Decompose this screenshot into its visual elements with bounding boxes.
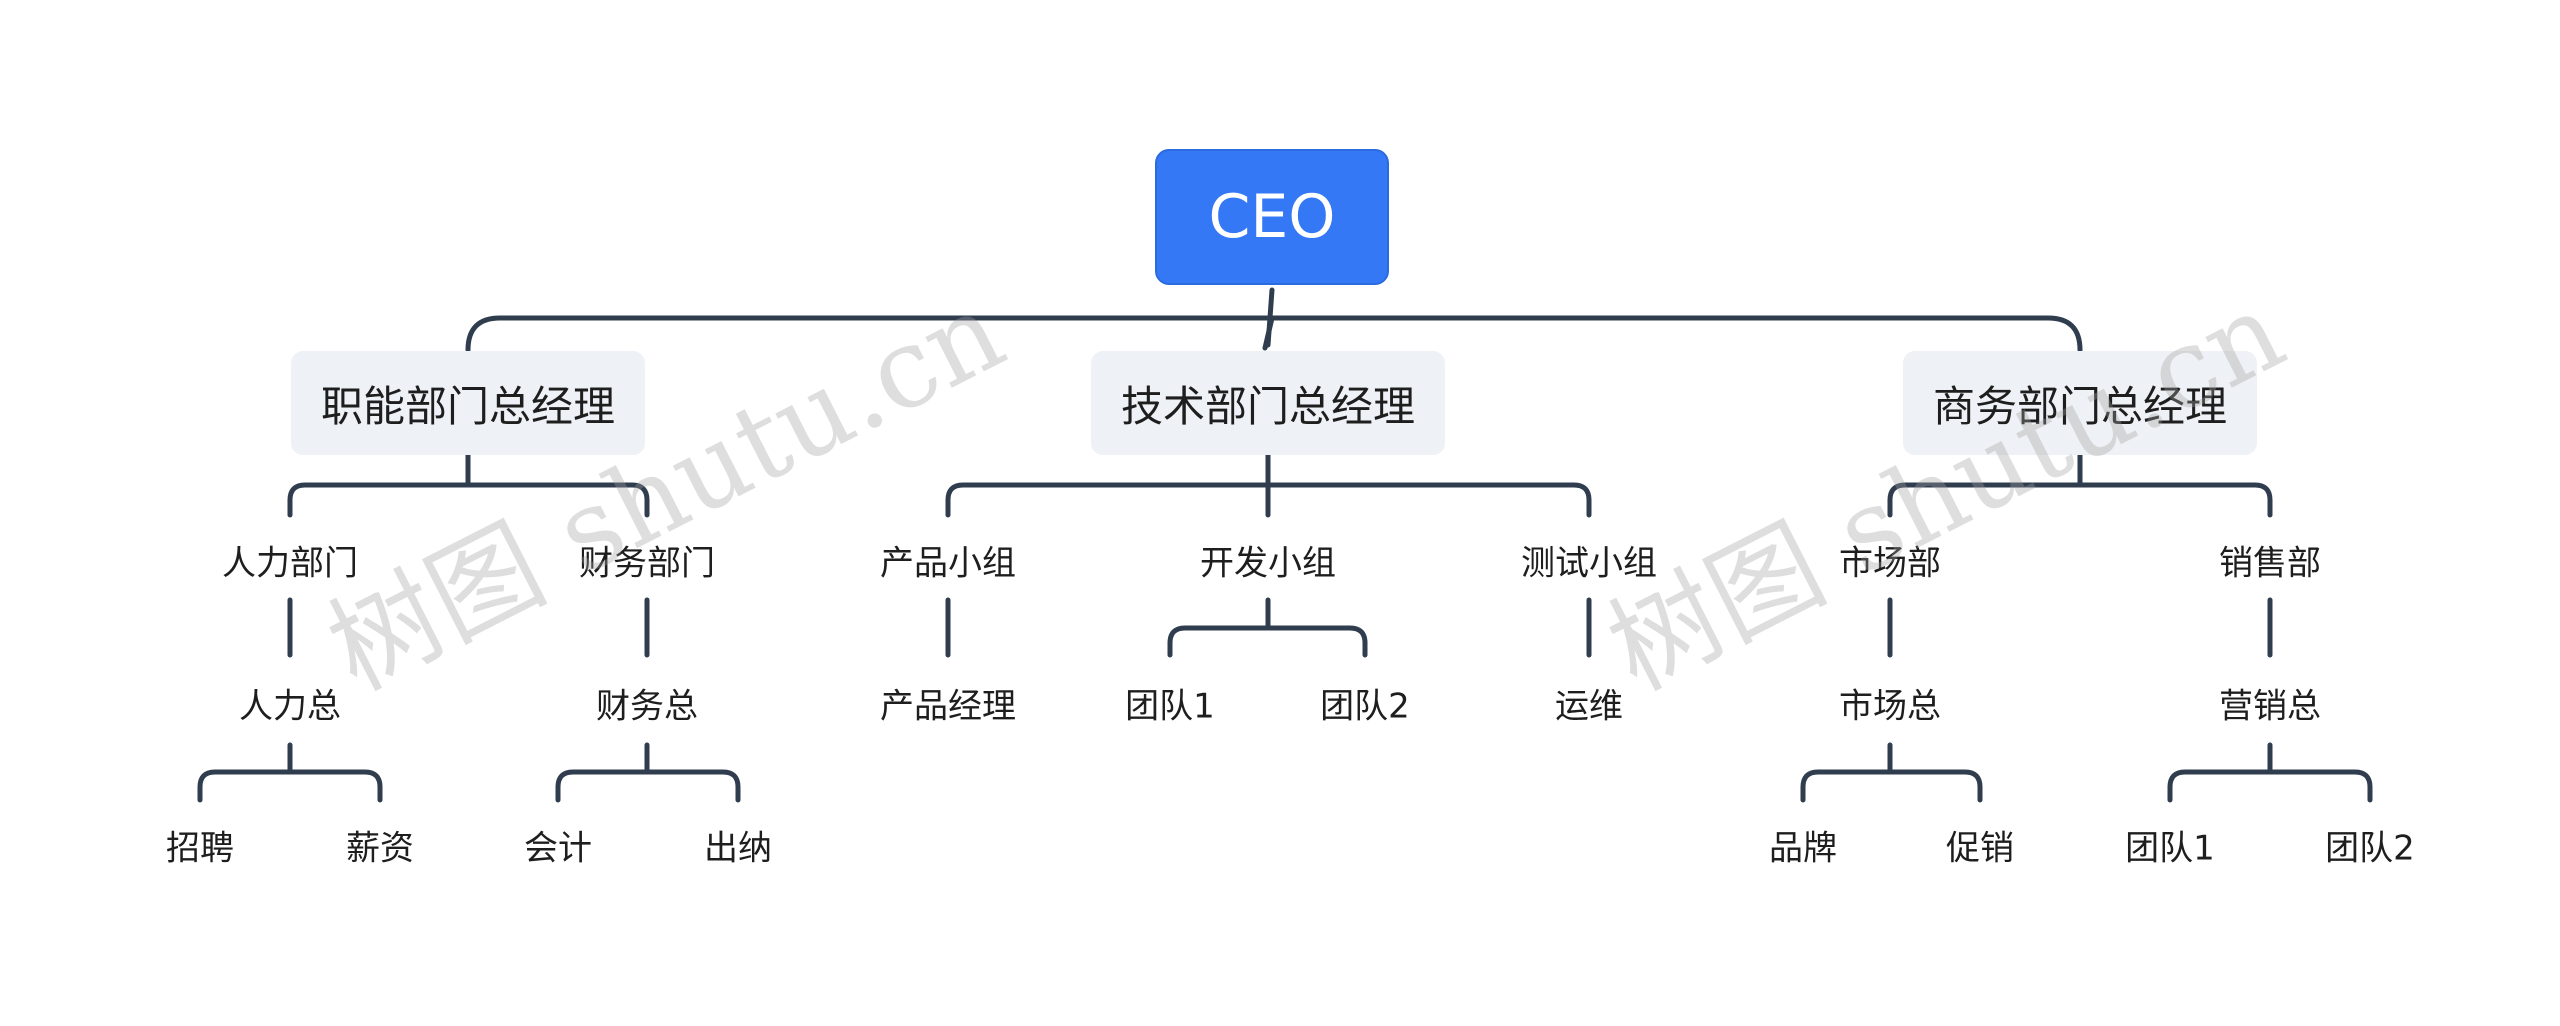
leaf-node-recruiting[interactable]: 招聘 xyxy=(166,828,234,869)
head-node-sales[interactable]: 营销总 xyxy=(2219,686,2321,727)
head-node-hr[interactable]: 人力总 xyxy=(239,686,341,727)
head-node-finance[interactable]: 财务总 xyxy=(596,686,698,727)
connector-h1-bus xyxy=(197,769,383,803)
connector-h7-bus xyxy=(2167,769,2373,803)
connector-root-bus xyxy=(465,315,2083,353)
root-node-ceo[interactable]: CEO xyxy=(1155,149,1389,285)
leaf-node-accounting[interactable]: 会计 xyxy=(524,828,592,869)
leaf-node-dev-team2[interactable]: 团队2 xyxy=(1320,686,1410,727)
leaf-node-dev-team1[interactable]: 团队1 xyxy=(1125,686,1215,727)
head-node-marketing[interactable]: 市场总 xyxy=(1839,686,1941,727)
connector-d4-bus xyxy=(1167,625,1368,658)
leaf-node-sales-team1[interactable]: 团队1 xyxy=(2125,828,2215,869)
leaf-node-brand[interactable]: 品牌 xyxy=(1769,828,1837,869)
manager-node-business[interactable]: 商务部门总经理 xyxy=(1903,351,2257,455)
connector-m3-bus xyxy=(1887,482,2273,518)
manager-node-functional[interactable]: 职能部门总经理 xyxy=(291,351,645,455)
head-node-product[interactable]: 产品经理 xyxy=(880,686,1016,727)
leaf-node-promotion[interactable]: 促销 xyxy=(1946,828,2014,869)
dept-node-sales[interactable]: 销售部 xyxy=(2219,543,2321,584)
connector-root-mid xyxy=(1262,315,1275,351)
dept-node-test[interactable]: 测试小组 xyxy=(1521,543,1657,584)
dept-node-product[interactable]: 产品小组 xyxy=(880,543,1016,584)
manager-node-tech[interactable]: 技术部门总经理 xyxy=(1091,351,1445,455)
head-node-ops[interactable]: 运维 xyxy=(1555,686,1623,727)
dept-node-marketing[interactable]: 市场部 xyxy=(1839,543,1941,584)
leaf-node-cashier[interactable]: 出纳 xyxy=(704,828,772,869)
connector-m1-bus xyxy=(287,482,650,518)
connector-h6-bus xyxy=(1800,769,1983,803)
connector-h2-bus xyxy=(555,769,741,803)
leaf-node-payroll[interactable]: 薪资 xyxy=(346,828,414,869)
dept-node-dev[interactable]: 开发小组 xyxy=(1200,543,1336,584)
dept-node-finance[interactable]: 财务部门 xyxy=(579,543,715,584)
leaf-node-sales-team2[interactable]: 团队2 xyxy=(2325,828,2415,869)
dept-node-hr[interactable]: 人力部门 xyxy=(222,543,358,584)
